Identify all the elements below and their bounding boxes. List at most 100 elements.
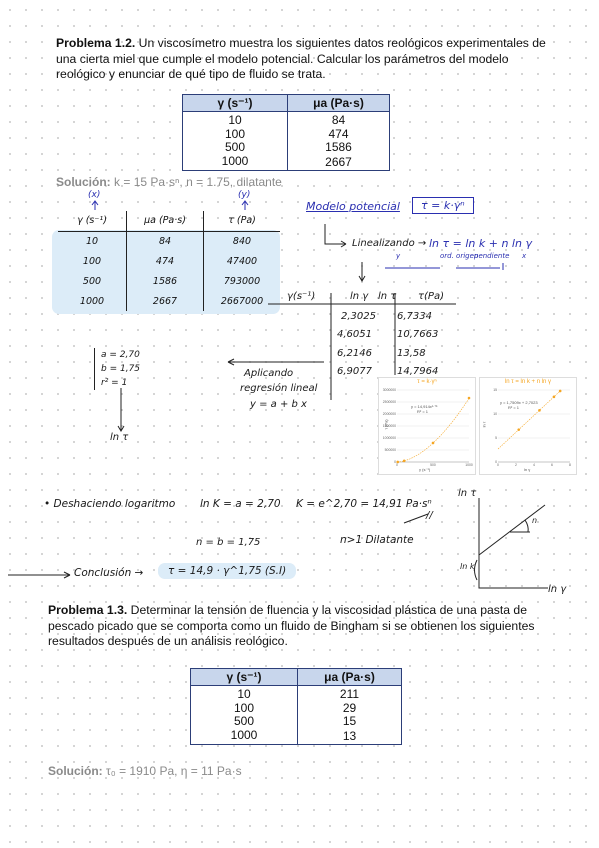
table-cell: 1000 bbox=[182, 154, 288, 171]
hand-cell: 1000 bbox=[58, 291, 127, 311]
log-cell: 4,6051 bbox=[337, 329, 372, 340]
ln-tau-label: ln τ bbox=[110, 432, 129, 443]
k-value: K = e^2,70 = 14,91 Pa·sⁿ bbox=[296, 498, 432, 510]
solution-value: τ₀ = 1910 Pa, η = 11 Pa·s bbox=[106, 764, 242, 778]
table-cell: 100 bbox=[190, 701, 298, 715]
table-cell: 500 bbox=[182, 140, 288, 155]
problem-1-3-heading: Problema 1.3. bbox=[48, 603, 128, 617]
hand-cell: 100 bbox=[58, 251, 127, 271]
data-point bbox=[402, 459, 406, 463]
marker-x: (x) bbox=[88, 190, 101, 200]
table-header-mu: μa (Pa·s) bbox=[287, 94, 390, 112]
lin-origin-label: ord. origen bbox=[440, 252, 479, 260]
table-row: 100 29 bbox=[190, 700, 402, 715]
table-header-gamma: γ (s⁻¹) bbox=[190, 668, 298, 686]
problem-1-2-solution: Solución: k = 15 Pa·sⁿ, n = 1.75, dilata… bbox=[56, 175, 282, 189]
x-tick-label: 8 bbox=[569, 463, 571, 467]
problem-1-3-body: Determinar la tensión de fluencia y la v… bbox=[48, 603, 535, 648]
log-cell: 2,3025 bbox=[341, 311, 376, 322]
log-header-lntau: ln τ bbox=[378, 291, 397, 302]
chart-left-xlabel: γ (s⁻¹) bbox=[419, 467, 431, 472]
y-tick-label: 5 bbox=[495, 436, 497, 440]
hand-cell: 2667000 bbox=[220, 295, 264, 307]
lin-slope-label: pendiente bbox=[474, 252, 510, 260]
hand-cell: 47400 bbox=[226, 255, 258, 267]
data-point bbox=[552, 395, 556, 399]
y-tick-label: 10 bbox=[493, 412, 497, 416]
problem-1-3-solution: Solución: τ₀ = 1910 Pa, η = 11 Pa·s bbox=[48, 764, 242, 778]
sketch-n-label: n bbox=[532, 516, 538, 525]
data-point bbox=[538, 409, 541, 412]
conclusion-equation: τ = 14,9 · γ^1,75 (S.I) bbox=[158, 563, 297, 579]
coef-r2: r² = 1 bbox=[101, 378, 128, 388]
aplicando-label: Aplicando bbox=[244, 368, 294, 379]
log-header-tau: τ(Pa) bbox=[418, 291, 444, 302]
linearizando-label: Linealizando → bbox=[352, 238, 427, 249]
y-tick-label: 500000 bbox=[385, 448, 396, 452]
sketch-lnk-label: ln k bbox=[460, 562, 475, 571]
hand-cell: 500 bbox=[58, 271, 127, 291]
solution-value: k = 15 Pa·sⁿ, n = 1.75, dilatante bbox=[114, 175, 282, 189]
log-cell: 13,58 bbox=[397, 348, 426, 359]
table-cell: 474 bbox=[328, 126, 349, 141]
data-point bbox=[517, 428, 521, 431]
y-tick-label: 2000000 bbox=[383, 412, 396, 416]
sketch-x-label: ln γ bbox=[548, 584, 567, 595]
chart-right-eq: y = 1,7509x + 2,7023 bbox=[500, 400, 538, 405]
chart-left-title: τ = k·γⁿ bbox=[417, 379, 437, 385]
x-tick-label: 6 bbox=[551, 463, 553, 467]
hand-cell: 840 bbox=[232, 235, 252, 247]
chart-left-ylabel: τ (Pa) bbox=[383, 419, 389, 430]
chart-right-r2: R² = 1 bbox=[508, 405, 520, 410]
log-cell: 14,7964 bbox=[397, 366, 439, 377]
arrow-down-right bbox=[324, 224, 346, 245]
data-point bbox=[558, 389, 562, 393]
solution-label: Solución: bbox=[48, 764, 103, 778]
problem-1-2-text: Problema 1.2. Un viscosímetro muestra lo… bbox=[56, 36, 546, 83]
log-cell: 6,9077 bbox=[337, 366, 372, 377]
log-header-gamma: γ(s⁻¹) bbox=[287, 291, 316, 302]
problem-1-3-text: Problema 1.3. Determinar la tensión de f… bbox=[48, 603, 558, 650]
x-tick-label: 2 bbox=[515, 463, 517, 467]
coef-b: b = 1,75 bbox=[101, 364, 141, 374]
table-header-mu: μa (Pa·s) bbox=[297, 668, 402, 686]
hand-header: μa (Pa·s) bbox=[126, 211, 204, 232]
data-point bbox=[396, 460, 400, 464]
table-row: 100 474 bbox=[182, 126, 390, 141]
hand-cell: 84 bbox=[126, 231, 204, 251]
y-tick-label: 2500000 bbox=[383, 400, 396, 404]
table-cell: 13 bbox=[342, 728, 357, 743]
x-tick-label: 0 bbox=[396, 463, 398, 467]
y-tick-label: 15 bbox=[493, 388, 497, 392]
model-label: Modelo potencial bbox=[306, 200, 400, 213]
sketch-y-label: ln τ bbox=[458, 488, 477, 499]
chart-left-eq: y = 14,914x¹·⁷⁵ bbox=[411, 404, 438, 409]
log-cell: 10,7663 bbox=[397, 329, 439, 340]
regresion-label: regresión lineal bbox=[240, 383, 318, 394]
hand-header: γ (s⁻¹) bbox=[58, 211, 127, 232]
table-cell: 10 bbox=[182, 111, 288, 128]
table-cell: 29 bbox=[342, 700, 357, 715]
deshaciendo-label: • Deshaciendo logaritmo bbox=[44, 498, 176, 510]
chart-right-title: ln τ = ln k + n ln γ bbox=[504, 379, 552, 385]
coef-a: a = 2,70 bbox=[101, 350, 140, 360]
chart-right-xlabel: ln γ bbox=[524, 467, 531, 472]
ln-k-equation: ln K = a = 2,70 bbox=[200, 498, 281, 510]
hand-cell: 793000 bbox=[223, 275, 261, 287]
chart-left-svg: 0500000100000015000002000000250000030000… bbox=[383, 388, 473, 467]
table-cell: 100 bbox=[182, 127, 288, 141]
log-cell: 6,2146 bbox=[337, 348, 372, 359]
